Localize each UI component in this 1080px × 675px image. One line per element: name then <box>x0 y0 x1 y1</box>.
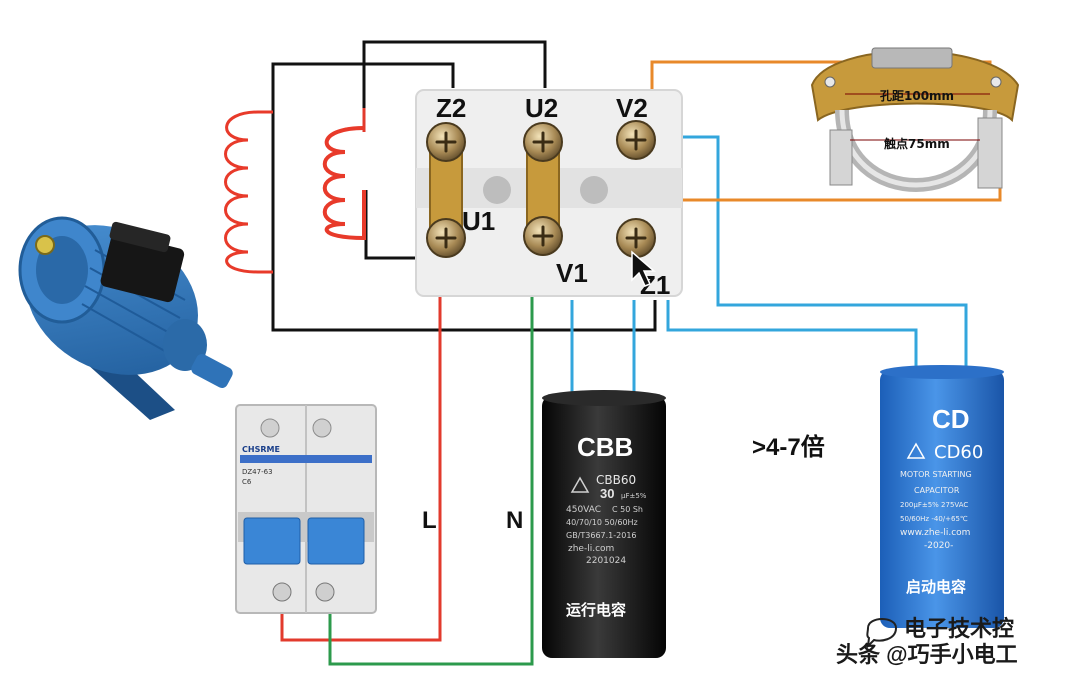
breaker-rating: C6 <box>242 478 252 486</box>
wire-red-live <box>280 290 442 642</box>
terminal-block: Z2 U2 V2 U1 V1 Z1 <box>415 89 683 300</box>
run-capacitor: CBB CBB60 30 μF±5% 450VAC C 50 Sh 40/70/… <box>542 390 666 658</box>
run-capacitor-logo-icon <box>570 476 590 493</box>
run-capacitor-date: 2201024 <box>586 556 626 566</box>
label-neutral: N <box>506 507 523 534</box>
breaker-brand: CHSRME <box>242 445 280 454</box>
wire-blue-v2 <box>682 135 968 372</box>
start-capacitor-year: -2020- <box>924 541 953 551</box>
motor <box>18 216 233 420</box>
run-capacitor-capacitance: 30 <box>600 486 614 501</box>
circuit-breaker: CHSRME DZ47-63 C6 <box>235 404 377 614</box>
run-capacitor-standard: GB/T3667.1-2016 <box>566 531 637 540</box>
start-capacitor: CD CD60 MOTOR STARTING CAPACITOR 200μF±5… <box>880 365 1004 628</box>
run-capacitor-maker: zhe-li.com <box>568 544 614 554</box>
start-capacitor-caption: 启动电容 <box>906 578 966 596</box>
start-capacitor-line1: MOTOR STARTING <box>900 470 972 479</box>
wire-black-z1 <box>271 272 657 332</box>
run-capacitor-caption: 运行电容 <box>566 601 626 619</box>
green-wire <box>328 290 534 666</box>
breaker-toggle-right <box>307 517 365 565</box>
watermark: 电子技术控 头条 @巧手小电工 <box>836 616 1018 667</box>
switch-label-hole-distance: 孔距100mm <box>880 89 954 103</box>
ratio-note: >4-7倍 <box>752 433 825 461</box>
run-capacitor-unit: μF±5% <box>621 492 647 500</box>
terminal-label-v1: V1 <box>556 258 588 288</box>
terminal-label-u2: U2 <box>525 93 558 123</box>
switch-label-contact: 触点75mm <box>884 136 950 151</box>
run-capacitor-model: CBB60 <box>596 473 636 487</box>
start-capacitor-title: CD <box>932 404 970 434</box>
run-capacitor-voltage: 450VAC <box>566 505 601 515</box>
watermark-credit: 头条 @巧手小电工 <box>836 642 1018 667</box>
coil-run-winding <box>322 126 366 241</box>
breaker-toggle-left <box>243 517 301 565</box>
label-live: L <box>422 507 437 534</box>
blue-wires <box>570 135 968 398</box>
terminal-label-z2: Z2 <box>436 93 466 123</box>
wechat-icon <box>866 618 898 649</box>
watermark-channel: 电子技术控 <box>904 616 1014 641</box>
start-capacitor-freq: 50/60Hz -40/+65℃ <box>900 515 968 523</box>
start-capacitor-logo-icon <box>906 442 926 459</box>
breaker-screw-right-icon <box>315 582 335 602</box>
breaker-screw-left-icon <box>272 582 292 602</box>
terminal-label-u1: U1 <box>462 206 495 236</box>
run-capacitor-spec: C 50 Sh <box>612 505 643 514</box>
wire-green-neutral <box>328 290 534 666</box>
wire-black-u2 <box>362 40 547 132</box>
motor-badge-icon <box>35 235 55 255</box>
start-capacitor-maker: www.zhe-li.com <box>900 528 970 538</box>
centrifugal-switch: 孔距100mm 触点75mm <box>810 47 1020 192</box>
run-capacitor-title: CBB <box>577 432 633 462</box>
mouse-cursor-icon <box>631 250 657 287</box>
terminal-label-v2: V2 <box>616 93 648 123</box>
wire-blue-z1 <box>666 300 918 372</box>
run-capacitor-class: 40/70/10 50/60Hz <box>566 518 638 527</box>
coil-start-winding <box>224 110 273 274</box>
start-capacitor-line2: CAPACITOR <box>914 486 960 495</box>
breaker-model: DZ47-63 <box>242 468 273 476</box>
start-capacitor-rating: 200μF±5% 275VAC <box>900 501 968 509</box>
start-capacitor-model: CD60 <box>934 442 983 463</box>
